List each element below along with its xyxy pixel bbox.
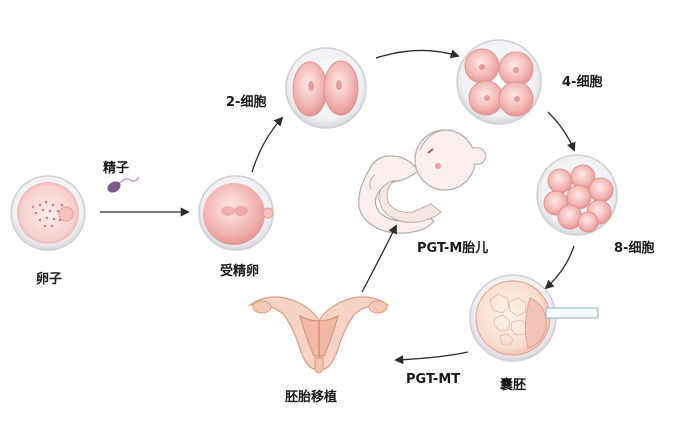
label-2-cell: 2-细胞 xyxy=(226,95,267,110)
zygote-cell-icon xyxy=(198,175,274,251)
label-sperm: 精子 xyxy=(103,161,130,176)
four-cell-embryo-icon xyxy=(456,39,542,125)
two-cell-embryo-icon xyxy=(285,47,367,129)
label-blastocyst: 囊胚 xyxy=(500,378,527,393)
label-embryo-transfer: 胚胎移植 xyxy=(285,390,338,405)
arrow-8cell-to-blastocyst xyxy=(544,245,575,290)
fetus-icon xyxy=(358,129,487,234)
arrow-4cell-to-8cell xyxy=(547,111,576,152)
label-4-cell: 4-细胞 xyxy=(562,75,603,90)
label-zygote: 受精卵 xyxy=(220,264,260,279)
arrow-2cell-to-4cell xyxy=(375,49,460,59)
process-arrows xyxy=(100,49,576,365)
egg-cell-icon xyxy=(10,175,86,251)
blastocyst-icon xyxy=(469,274,599,362)
eight-cell-embryo-icon xyxy=(536,154,618,236)
arrow-zygote-to-2cell xyxy=(251,116,284,173)
arrow-blastocyst-to-transfer xyxy=(394,351,469,365)
label-8-cell: 8-细胞 xyxy=(614,241,655,256)
label-pgt-mt: PGT-MT xyxy=(406,372,461,387)
label-pgt-m-fetus: PGT-M胎儿 xyxy=(417,241,489,256)
label-egg: 卵子 xyxy=(36,272,63,287)
uterus-icon xyxy=(247,296,391,374)
sperm-icon xyxy=(107,176,140,193)
arrow-transfer-to-fetus xyxy=(361,224,397,293)
